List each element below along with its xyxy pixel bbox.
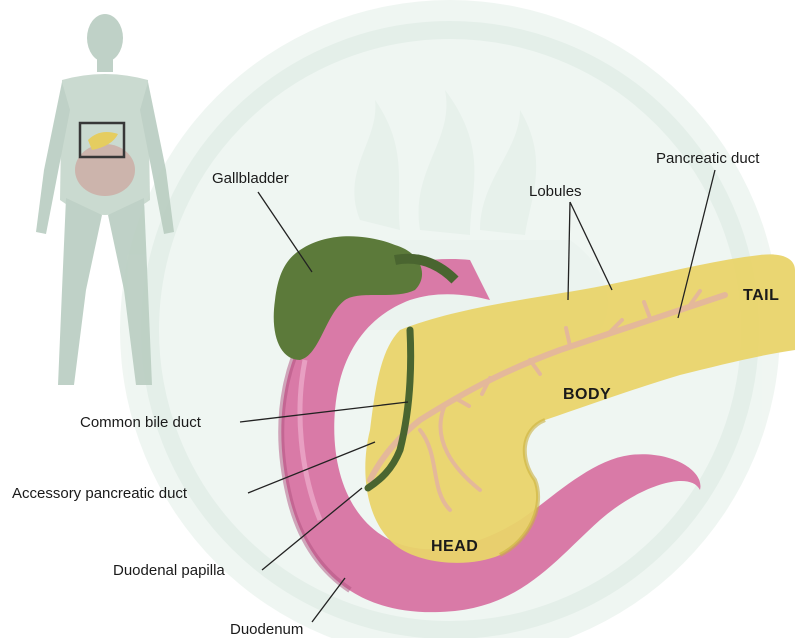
label-accessory-pancreatic-duct: Accessory pancreatic duct [12,485,188,502]
label-pancreatic-duct: Pancreatic duct [656,150,760,167]
region-tail: TAIL [743,287,779,304]
region-body: BODY [563,386,611,403]
label-duodenal-papilla: Duodenal papilla [113,562,225,579]
label-common-bile-duct: Common bile duct [80,414,202,431]
region-head: HEAD [431,538,478,555]
label-lobules: Lobules [529,183,582,200]
label-gallbladder: Gallbladder [212,170,289,187]
label-duodenum: Duodenum [230,621,303,638]
